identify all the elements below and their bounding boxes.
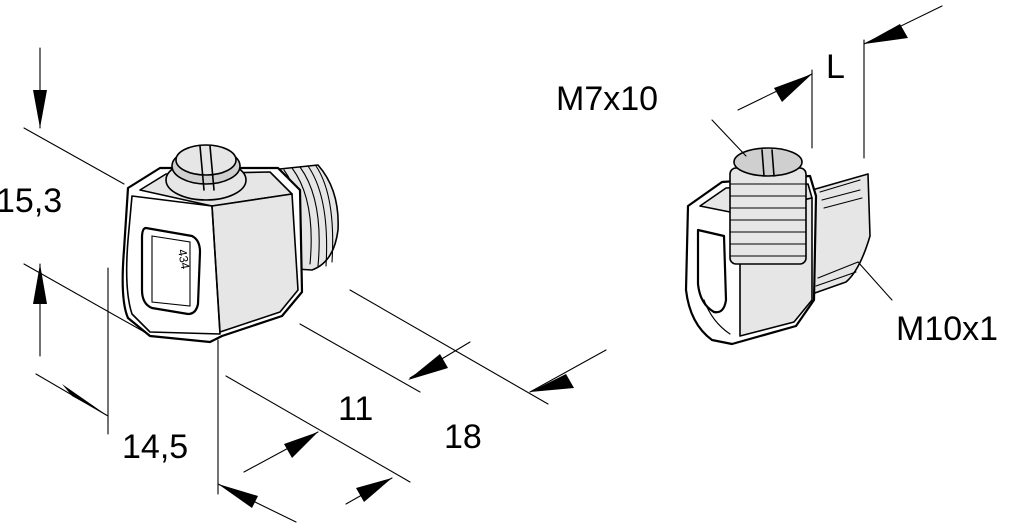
dim-depth-outer-label: 18: [444, 418, 482, 456]
dim-height-label: 15,3: [0, 182, 62, 220]
dim-thread-label: M10x1: [896, 310, 998, 348]
clamp-opening: [140, 226, 202, 316]
part-marking: 434: [175, 248, 192, 270]
clamp-isometric-view: 434: [121, 144, 339, 344]
screw-head: [165, 144, 247, 201]
dim-length-label: L: [826, 48, 845, 86]
dimension-lines-left: [23, 47, 607, 523]
clamp-section-view: [684, 147, 871, 346]
screw-threaded: [729, 147, 807, 265]
dim-depth-inner-label: 11: [338, 390, 373, 428]
dimension-lines-right: [711, 5, 943, 301]
dim-width-label: 14,5: [122, 428, 188, 466]
dim-screw-label: M7x10: [556, 80, 658, 118]
